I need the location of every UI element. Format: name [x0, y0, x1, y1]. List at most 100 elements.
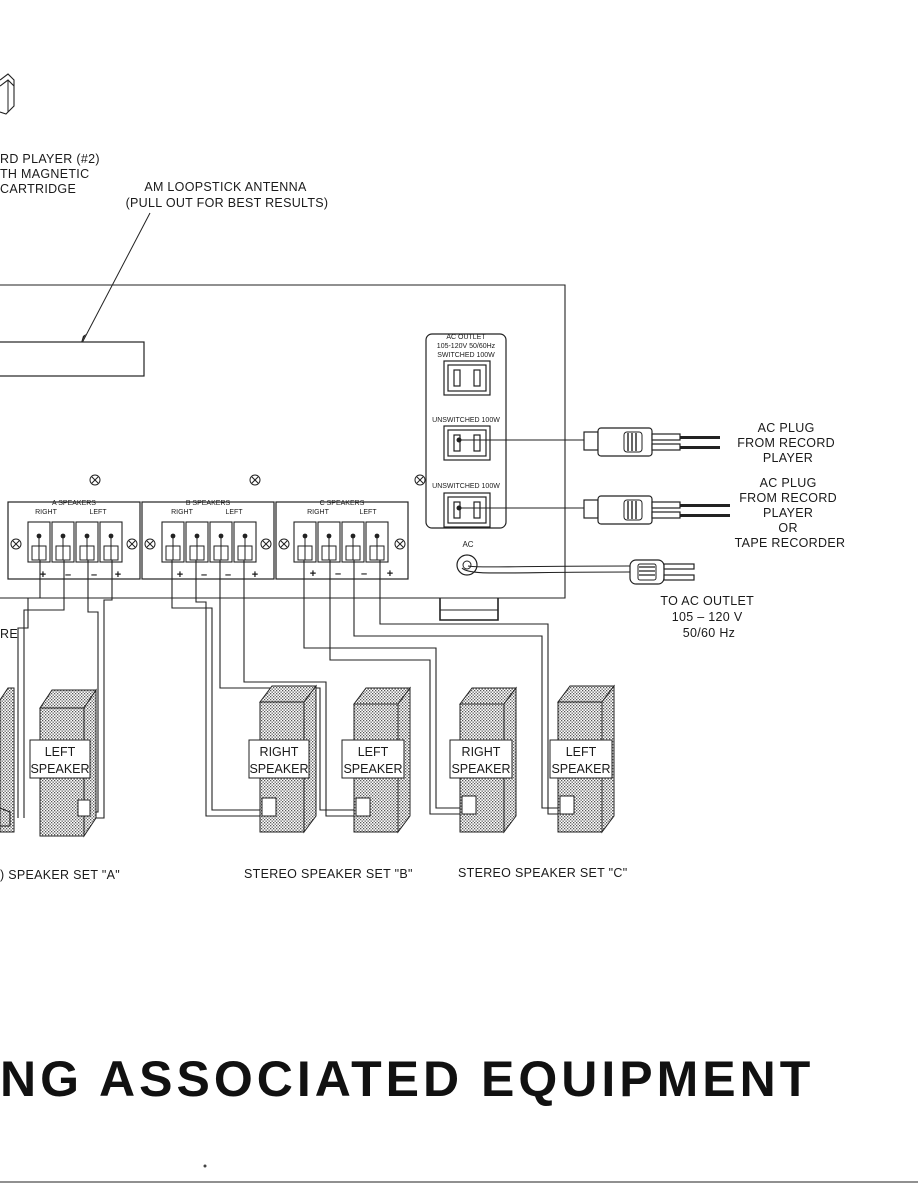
- c-terminal-2: [317, 521, 341, 563]
- speaker-b-left: LEFT SPEAKER: [341, 686, 411, 834]
- a-polarity-1: +: [40, 569, 46, 581]
- to-ac-outlet-line-3: 50/60 Hz: [683, 626, 735, 640]
- c-polarity-4: +: [387, 568, 393, 580]
- record-player-label-line-2: TH MAGNETIC: [0, 167, 89, 181]
- speaker-a-right-partial: [0, 687, 15, 833]
- ac-mains-plug: [629, 559, 695, 585]
- b-block-screw-2: [260, 538, 272, 550]
- speaker-wires-c: [303, 560, 572, 815]
- switched-outlet: [443, 360, 491, 396]
- ac-plug-1-label-line-2: FROM RECORD: [737, 436, 835, 450]
- b-polarity-3: –: [225, 569, 231, 581]
- ac-plug-2-label-line-5: TAPE RECORDER: [735, 536, 846, 550]
- page-dot: [203, 1164, 207, 1168]
- b-terminal-4: [233, 521, 257, 563]
- screw-2: [249, 474, 261, 486]
- c-polarity-1: +: [310, 568, 316, 580]
- a-block-screw-1: [10, 538, 22, 550]
- to-ac-outlet-line-1: TO AC OUTLET: [660, 594, 754, 608]
- speaker-c-left: LEFT SPEAKER: [549, 684, 615, 834]
- a-terminal-2: [51, 521, 75, 563]
- ac-plug-2-label-line-4: OR: [778, 521, 797, 535]
- ac-plug-2-label: AC PLUG FROM RECORD PLAYER OR TAPE RECOR…: [735, 476, 846, 550]
- antenna-label-line-2: (PULL OUT FOR BEST RESULTS): [126, 196, 329, 210]
- ac-cord-label: AC: [462, 540, 473, 549]
- a-block-screw-2: [126, 538, 138, 550]
- speaker-b-right-label-1: RIGHT: [260, 745, 299, 759]
- speaker-c-right-label-2: SPEAKER: [451, 762, 510, 776]
- b-terminal-2: [185, 521, 209, 563]
- c-speakers-title: C SPEAKERS: [320, 500, 365, 507]
- to-ac-outlet-line-2: 105 – 120 V: [672, 610, 743, 624]
- a-polarity-labels: + – – +: [40, 569, 121, 581]
- unswitched-outlet-1-label: UNSWITCHED 100W: [432, 417, 500, 424]
- antenna-pointer: [81, 212, 151, 344]
- record-player-label: RD PLAYER (#2) TH MAGNETIC CARTRIDGE: [0, 152, 104, 196]
- c-block-screw-2: [394, 538, 406, 550]
- ac-outlet-voltage: 105-120V 50/60Hz: [437, 343, 496, 350]
- record-player-label-line-1: RD PLAYER (#2): [0, 152, 100, 166]
- ac-plug-1-label-line-1: AC PLUG: [758, 421, 815, 435]
- a-polarity-3: –: [91, 569, 97, 581]
- speaker-a-left-label-2: SPEAKER: [30, 762, 89, 776]
- speaker-c-left-label-2: SPEAKER: [551, 762, 610, 776]
- speaker-c-right: RIGHT SPEAKER: [449, 686, 517, 834]
- ac-outlet-title: AC OUTLET: [446, 334, 486, 341]
- page-heading: NG ASSOCIATED EQUIPMENT: [0, 1051, 814, 1107]
- speaker-a-left-label-1: LEFT: [45, 745, 76, 759]
- ac-cord-cable: [461, 565, 631, 574]
- b-block-screw-1: [144, 538, 156, 550]
- speaker-c-right-label-1: RIGHT: [462, 745, 501, 759]
- b-polarity-4: +: [252, 569, 258, 581]
- receiver-foot: [439, 598, 499, 621]
- c-speakers-terminal-block: C SPEAKERS RIGHT LEFT: [275, 500, 409, 580]
- speaker-wires-b: [171, 560, 364, 817]
- switched-outlet-label: SWITCHED 100W: [437, 352, 495, 359]
- ac-plug-1-label-line-3: PLAYER: [763, 451, 813, 465]
- speaker-a-left: LEFT SPEAKER: [29, 688, 97, 838]
- ac-plug-2-label-line-2: FROM RECORD: [739, 491, 837, 505]
- ac-plug-1: [583, 427, 720, 457]
- b-right-label: RIGHT: [171, 509, 194, 516]
- ac-plug-2-label-line-1: AC PLUG: [760, 476, 817, 490]
- b-polarity-1: +: [177, 569, 183, 581]
- speaker-b-right-label-2: SPEAKER: [249, 762, 308, 776]
- unswitched-outlet-2-label: UNSWITCHED 100W: [432, 483, 500, 490]
- ac-plug-1-label: AC PLUG FROM RECORD PLAYER: [737, 421, 839, 465]
- a-terminal-1: [27, 521, 51, 563]
- to-ac-outlet-label: TO AC OUTLET 105 – 120 V 50/60 Hz: [660, 594, 757, 640]
- a-speakers-terminal-block: A SPEAKERS RIGHT LEFT: [7, 500, 141, 580]
- speaker-wires-a: [17, 560, 113, 819]
- a-left-label: LEFT: [89, 509, 107, 516]
- c-polarity-labels: + – – +: [310, 568, 393, 580]
- speaker-c-left-label-1: LEFT: [566, 745, 597, 759]
- ac-plug-2: [583, 495, 730, 525]
- record-player-partial: [0, 73, 15, 115]
- record-player-label-line-3: CARTRIDGE: [0, 182, 76, 196]
- receiver-rear-panel: [0, 284, 566, 599]
- b-speakers-title: B SPEAKERS: [186, 500, 231, 507]
- ac-outlet-panel: AC OUTLET 105-120V 50/60Hz SWITCHED 100W…: [425, 333, 507, 529]
- unswitched-outlet-1: [443, 425, 491, 461]
- screw-1: [89, 474, 101, 486]
- c-right-label: RIGHT: [307, 509, 330, 516]
- c-polarity-2: –: [335, 568, 341, 580]
- a-polarity-4: +: [115, 569, 121, 581]
- speaker-b-left-label-1: LEFT: [358, 745, 389, 759]
- ac-plug-1-cable: [456, 437, 584, 443]
- partial-label-re: RE: [0, 627, 18, 641]
- speaker-b-left-label-2: SPEAKER: [343, 762, 402, 776]
- mounting-screws: [89, 474, 426, 486]
- unswitched-outlet-2: [443, 492, 491, 528]
- b-terminal-3: [209, 521, 233, 563]
- speaker-set-b-label: STEREO SPEAKER SET "B": [244, 867, 413, 881]
- a-polarity-2: –: [65, 569, 71, 581]
- c-terminal-1: [293, 521, 317, 563]
- b-left-label: LEFT: [225, 509, 243, 516]
- speaker-set-c-label: STEREO SPEAKER SET "C": [458, 866, 627, 880]
- a-terminal-4: [99, 521, 123, 563]
- c-terminal-4: [365, 521, 389, 563]
- b-polarity-2: –: [201, 569, 207, 581]
- a-terminal-3: [75, 521, 99, 563]
